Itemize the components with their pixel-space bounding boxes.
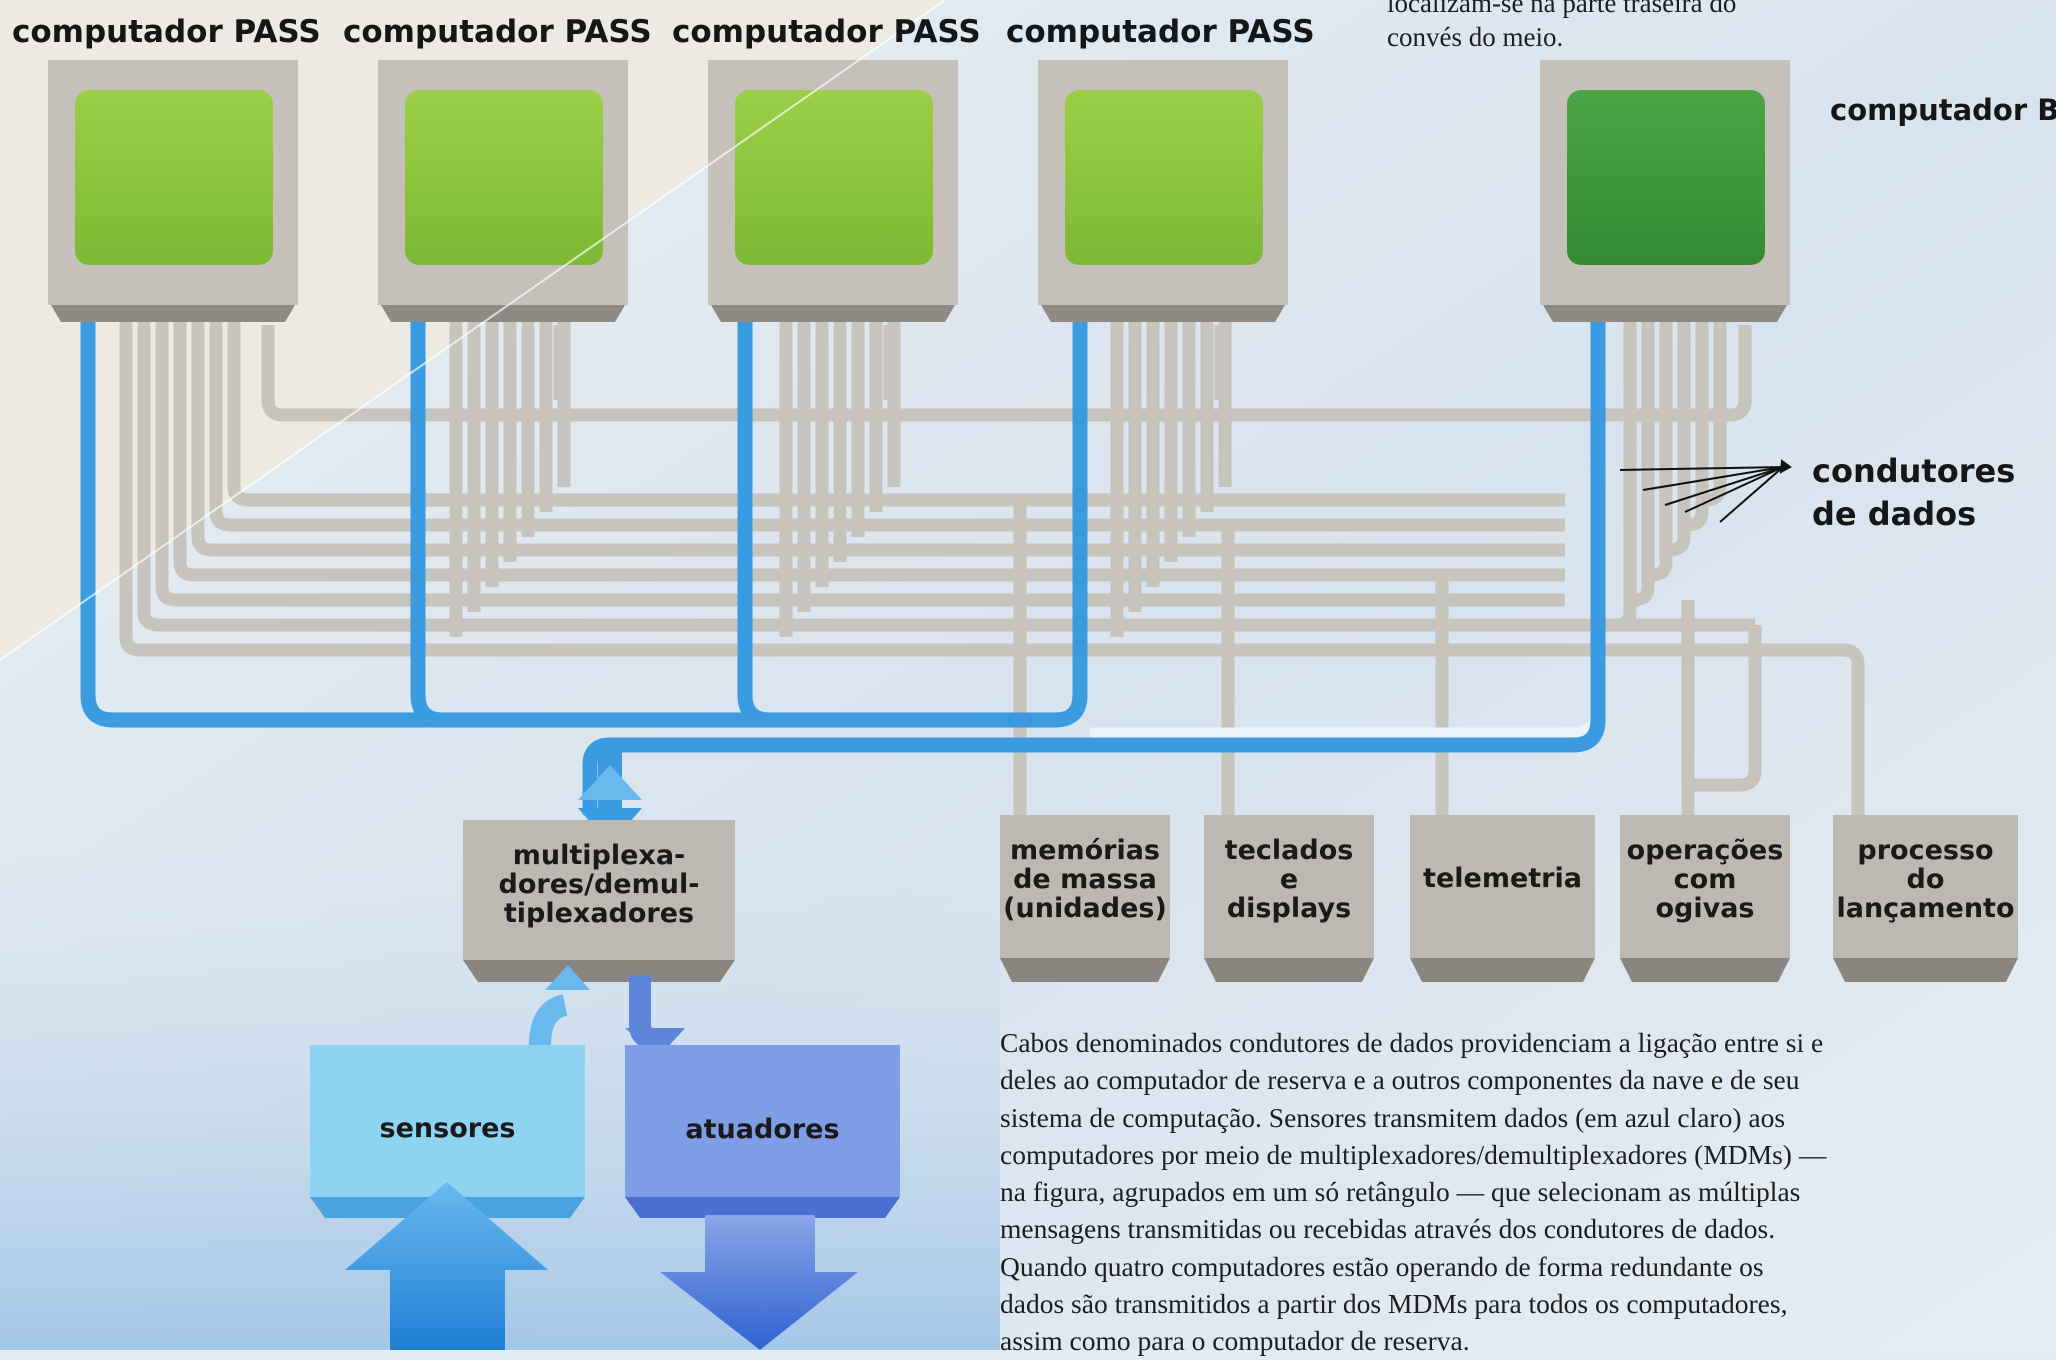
sensors-label: sensores xyxy=(379,1113,516,1144)
data-bus-label: condutores de dados xyxy=(1812,450,2015,536)
subsystem-label-keyboards: teclados e displays xyxy=(1204,836,1374,923)
subsystem-box-ordnance xyxy=(1620,815,1790,982)
subsystem-box-telemetry xyxy=(1410,815,1595,982)
subsystem-label-line: (unidades) xyxy=(1003,893,1167,924)
subsystem-label-line: lançamento xyxy=(1836,893,2015,924)
subsystem-label-line: de massa xyxy=(1013,864,1157,895)
pass-computer-4 xyxy=(1038,60,1288,322)
figure-caption: Cabos denominados condutores de dados pr… xyxy=(1000,1024,2010,1360)
caption-line: assim como para o computador de reserva. xyxy=(1000,1325,1470,1357)
mdm-box xyxy=(463,820,735,982)
sensor-data-links xyxy=(80,318,1606,815)
subsystem-box-keyboards xyxy=(1204,815,1374,982)
subsystem-label-telemetry: telemetria xyxy=(1410,864,1595,893)
mdm-to-actuator-arrow xyxy=(625,975,685,1058)
pass-computer-1 xyxy=(48,60,298,322)
subsystem-label-ordnance: operações com ogivas xyxy=(1620,836,1790,923)
subsystem-boxes xyxy=(1000,815,2018,982)
pass-computer-2 xyxy=(378,60,628,322)
subsystem-label-line: memórias xyxy=(1010,835,1160,866)
actuators-block xyxy=(625,1045,900,1350)
subsystem-label-line: com xyxy=(1673,864,1737,895)
subsystem-label-line: operações xyxy=(1626,835,1784,866)
caption-line: na figura, agrupados em um só retângulo … xyxy=(1000,1176,1801,1208)
caption-line: Quando quatro computadores estão operand… xyxy=(1000,1250,1764,1282)
data-bus-cables xyxy=(119,320,1865,830)
caption-line: computadores por meio de multiplexadores… xyxy=(1000,1138,1827,1170)
subsystem-label-launch: processo do lançamento xyxy=(1833,836,2018,923)
top-note: localizam-se na parte traseira do convés… xyxy=(1387,0,1987,54)
caption-line: dados são transmitidos a partir dos MDMs… xyxy=(1000,1288,1788,1320)
subsystem-label-mass-memory: memórias de massa (unidades) xyxy=(1000,836,1170,923)
bfs-computer xyxy=(1540,60,1790,322)
sensor-input-arrow-icon xyxy=(345,1182,548,1350)
subsystem-label-line: telemetria xyxy=(1423,863,1582,894)
subsystem-label-line: displays xyxy=(1226,893,1352,924)
mdm-box-label: multiplexa- dores/demul- tiplexadores xyxy=(463,841,735,928)
diagonal-edge xyxy=(0,0,946,661)
subsystem-label-line: teclados xyxy=(1224,835,1354,866)
actuator-output-arrow-icon xyxy=(660,1215,858,1350)
caption-line: deles ao computador de reserva e a outro… xyxy=(1000,1064,1800,1096)
pass-computer-4-label: computador PASS xyxy=(1006,14,1315,50)
subsystem-label-line: e xyxy=(1279,864,1299,895)
subsystem-box-launch xyxy=(1833,815,2018,982)
sensor-to-mdm-arrow xyxy=(529,965,590,1046)
data-bus-label-line-2: de dados xyxy=(1812,495,1977,533)
sensors-block xyxy=(310,1045,585,1350)
actuators-label: atuadores xyxy=(685,1114,840,1145)
subsystem-label-line: do xyxy=(1906,864,1945,895)
mdm-label-line-1: multiplexa- xyxy=(512,840,686,871)
mdm-label-line-2: dores/demul- xyxy=(498,869,700,900)
bfs-computer-label: computador BFS xyxy=(1830,93,2056,127)
caption-line: Cabos denominados condutores de dados pr… xyxy=(1000,1027,1824,1058)
top-note-line: convés do meio. xyxy=(1387,22,1564,52)
subsystem-label-line: processo xyxy=(1857,835,1994,866)
caption-line: sistema de computação. Sensores transmit… xyxy=(1000,1101,1786,1133)
caption-line: mensagens transmitidas ou recebidas atra… xyxy=(1000,1213,1776,1245)
data-bus-leader-lines xyxy=(1619,459,1792,523)
data-bus-label-line-1: condutores xyxy=(1812,452,2016,490)
top-note-line: localizam-se na parte traseira do xyxy=(1387,0,1737,18)
subsystem-label-line: ogivas xyxy=(1655,893,1755,924)
pass-computer-2-label: computador PASS xyxy=(343,14,652,50)
pass-computer-3-label: computador PASS xyxy=(672,14,981,50)
pass-computer-1-label: computador PASS xyxy=(12,14,321,50)
pass-computer-3 xyxy=(708,60,958,322)
subsystem-box-mass-memory xyxy=(1000,815,1170,982)
mdm-label-line-3: tiplexadores xyxy=(503,898,695,929)
